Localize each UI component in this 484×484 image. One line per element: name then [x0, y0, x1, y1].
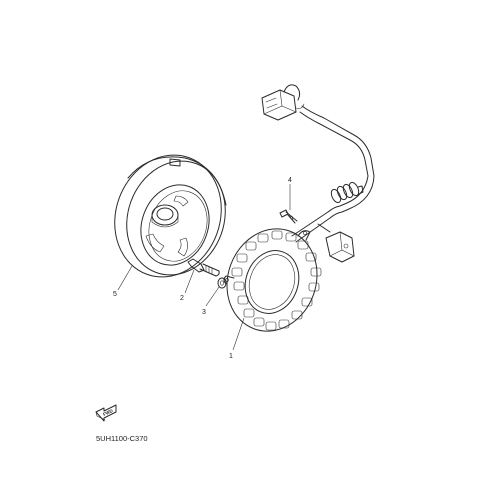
- callout-5: 5: [113, 291, 117, 298]
- rotor-bolt: [187, 258, 220, 277]
- callout-3: 3: [202, 309, 206, 316]
- catalog-code: 5UH1100-C370: [96, 434, 148, 443]
- stator-screw: [279, 209, 298, 224]
- fwd-label: FWD: [102, 408, 114, 417]
- wire-clamp: [317, 223, 355, 263]
- stator-coil: [223, 84, 375, 332]
- flywheel-rotor: [114, 154, 227, 278]
- wire-coupler: [261, 84, 305, 121]
- fwd-arrow-icon: FWD: [95, 404, 117, 422]
- callout-1: 1: [229, 353, 233, 360]
- washer: [217, 277, 227, 289]
- leader-lines: [117, 184, 291, 351]
- wire-grommet: [330, 181, 364, 204]
- callout-2: 2: [180, 295, 184, 302]
- callout-4: 4: [288, 177, 292, 184]
